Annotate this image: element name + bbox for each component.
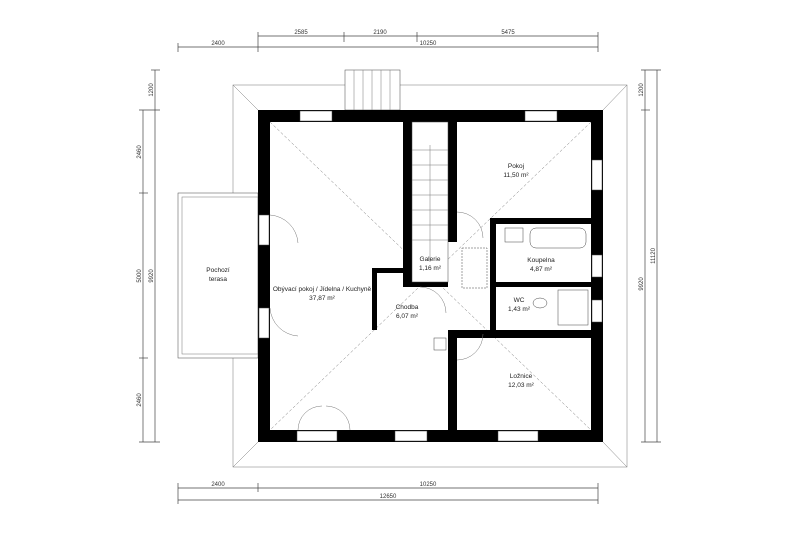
dim-top: 10250 bbox=[420, 41, 437, 47]
chimney bbox=[433, 337, 447, 351]
dim-top: 5475 bbox=[501, 30, 515, 36]
sink bbox=[504, 227, 524, 243]
dim-right: 9920 bbox=[639, 277, 645, 291]
toilet bbox=[532, 297, 548, 309]
dim-top: 2400 bbox=[211, 41, 225, 47]
dim-left: 9920 bbox=[149, 269, 155, 283]
dim-top: 2190 bbox=[373, 30, 387, 36]
room-bedroom1-name: Pokoj bbox=[508, 163, 524, 170]
room-gallery-area: 1,16 m² bbox=[419, 265, 442, 272]
room-hall-area: 6,07 m² bbox=[396, 313, 419, 320]
room-bedroom2-area: 12,03 m² bbox=[508, 382, 534, 389]
room-terrace-name2: terasa bbox=[209, 276, 227, 283]
dim-left: 2460 bbox=[137, 393, 143, 407]
shaft bbox=[461, 247, 488, 289]
bathtub bbox=[529, 227, 587, 249]
dim-top: 2585 bbox=[294, 30, 308, 36]
room-bedroom2-name: Ložnice bbox=[510, 373, 533, 380]
interior-stair bbox=[411, 121, 449, 283]
room-living-name: Obývací pokoj / Jídelna / Kuchyně bbox=[273, 286, 372, 293]
dim-left: 5000 bbox=[137, 269, 143, 283]
exterior-stair bbox=[344, 69, 401, 111]
dim-left: 2460 bbox=[137, 145, 143, 159]
dim-bottom: 2400 bbox=[211, 482, 225, 488]
room-living-area: 37,87 m² bbox=[309, 295, 335, 302]
dim-right: 1200 bbox=[639, 83, 645, 97]
dim-bottom: 10250 bbox=[420, 482, 437, 488]
room-hall-name: Chodba bbox=[396, 304, 419, 311]
windows bbox=[258, 110, 603, 442]
room-terrace-name: Pochozí bbox=[206, 267, 230, 274]
room-labels: Pochozí terasa Obývací pokoj / Jídelna /… bbox=[206, 163, 555, 389]
doors bbox=[269, 211, 484, 431]
terrace bbox=[177, 192, 259, 359]
dimension-lines: 2585 2190 5475 2400 10250 2460 5000 2460… bbox=[137, 30, 661, 504]
room-wc-area: 1,43 m² bbox=[508, 306, 531, 313]
room-bathroom-name: Koupelna bbox=[527, 257, 555, 264]
dim-bottom: 12650 bbox=[380, 494, 397, 500]
room-gallery-name: Galerie bbox=[420, 256, 441, 263]
shower bbox=[557, 289, 589, 326]
room-bathroom-area: 4,87 m² bbox=[530, 266, 553, 273]
dim-right: 11120 bbox=[651, 247, 657, 263]
fixtures bbox=[433, 227, 589, 351]
room-wc-name: WC bbox=[514, 297, 525, 304]
walls bbox=[258, 110, 603, 442]
room-bedroom1-area: 11,50 m² bbox=[503, 172, 529, 179]
dim-left: 1200 bbox=[149, 83, 155, 97]
